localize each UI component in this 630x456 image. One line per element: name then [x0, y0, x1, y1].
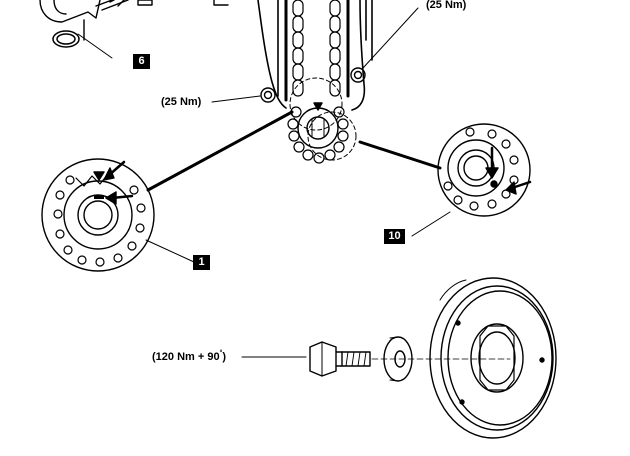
detail-10-chain-rollers [443, 127, 519, 211]
leader-callout-10 [411, 211, 451, 237]
detail-10-pointer [358, 140, 442, 170]
detail-circle-dashed [289, 77, 357, 161]
pulley-bolt [309, 341, 371, 377]
torque-pulley-close: ) [222, 351, 227, 363]
torque-label-left: (25 Nm) [161, 96, 202, 108]
leader-callout-1 [145, 239, 195, 263]
timing-chain [287, 0, 349, 164]
timing-mark-icon [313, 102, 323, 111]
detail-10-arrow-left-icon [505, 181, 517, 195]
guide-bolt-left [260, 87, 276, 103]
detail-1-chain-rollers [53, 175, 146, 267]
detail-1-arrow-right-icon [105, 191, 117, 205]
chain-guide-left [257, 0, 288, 109]
detail-1-pointer [146, 110, 294, 192]
detail-1-timing-mark-icon [93, 171, 105, 181]
leader-top-right [362, 7, 419, 69]
detail-view-1 [41, 158, 155, 272]
callout-6: 6 [133, 54, 150, 69]
torque-pulley-value: (120 Nm + 90 [152, 351, 220, 363]
detail-view-10 [437, 123, 532, 217]
chain-guide-right [346, 0, 373, 111]
torque-label-pulley-bolt: (120 Nm + 90°) [152, 350, 226, 363]
o-ring [52, 30, 113, 59]
callout-10: 10 [384, 229, 405, 244]
leader-left [211, 95, 261, 103]
pulley-washer [383, 336, 413, 382]
tensioner-fragment [39, 0, 229, 41]
torque-pulley-degree: ° [219, 350, 223, 357]
guide-bolt-right [350, 67, 366, 83]
torque-label-top-right: (25 Nm) [426, 0, 467, 11]
detail-1-arrow-top-icon [103, 167, 115, 181]
crankshaft-pulley [429, 277, 557, 439]
detail-10-arrow-down-icon [485, 167, 499, 179]
crank-sprocket [297, 102, 339, 149]
callout-1: 1 [193, 255, 210, 270]
